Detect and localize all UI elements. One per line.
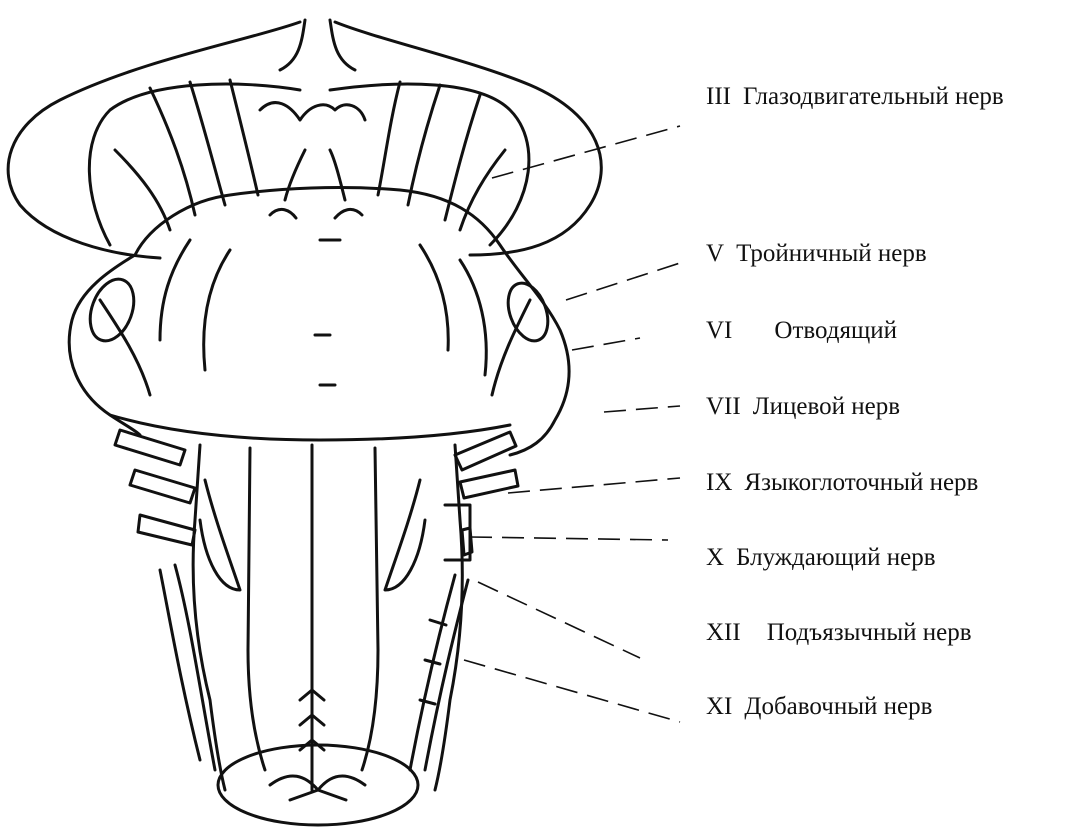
spinal-cord-section (218, 745, 418, 825)
label-text: Добавочный нерв (744, 694, 932, 719)
label-numeral: V (706, 241, 724, 266)
trigeminal-stump-right (501, 278, 555, 347)
label-oculomotor-nerve: III Глазодвигательный нерв (706, 84, 1004, 109)
label-text: Отводящий (774, 318, 897, 343)
pyramid-left (248, 448, 265, 770)
label-facial-nerve: VII Лицевой нерв (706, 394, 900, 419)
label-numeral: VII (706, 394, 741, 419)
label-abducens-nerve: VI Отводящий (706, 318, 897, 343)
label-accessory-nerve: XI Добавочный нерв (706, 694, 932, 719)
label-hypoglossal-nerve: XII Подъязычный нерв (706, 620, 972, 645)
peduncle-outline (8, 22, 601, 258)
label-vagus-nerve: X Блуждающий нерв (706, 545, 936, 570)
pons-outline (69, 188, 569, 455)
leader-ix (508, 478, 680, 493)
olive-right (385, 480, 425, 590)
label-numeral: XII (706, 620, 741, 645)
mammillary-region (260, 103, 365, 120)
leader-vii (604, 406, 680, 412)
label-text: Тройничный нерв (736, 241, 927, 266)
label-glossopharyngeal-nerve: IX Языкоглоточный нерв (706, 470, 978, 495)
leader-vi (572, 338, 640, 350)
label-text: Лицевой нерв (753, 394, 900, 419)
label-numeral: III (706, 84, 731, 109)
infundibulum (280, 20, 355, 70)
pyramid-right (362, 448, 378, 770)
label-numeral: IX (706, 470, 732, 495)
label-text: Глазодвигательный нерв (743, 84, 1004, 109)
leader-xi (464, 660, 680, 722)
label-text: Блуждающий нерв (736, 545, 935, 570)
medulla-outline (193, 445, 462, 790)
label-numeral: XI (706, 694, 732, 719)
label-text: Языкоглоточный нерв (744, 470, 978, 495)
label-numeral: VI (706, 318, 732, 343)
leader-v (566, 263, 680, 300)
label-numeral: X (706, 545, 724, 570)
leader-x (470, 537, 668, 540)
trigeminal-stump-left (82, 273, 141, 347)
olive-left (200, 480, 240, 590)
leader-iii (492, 126, 680, 178)
label-trigeminal-nerve: V Тройничный нерв (706, 241, 927, 266)
label-text: Подъязычный нерв (767, 620, 972, 645)
leader-xii (478, 582, 640, 658)
